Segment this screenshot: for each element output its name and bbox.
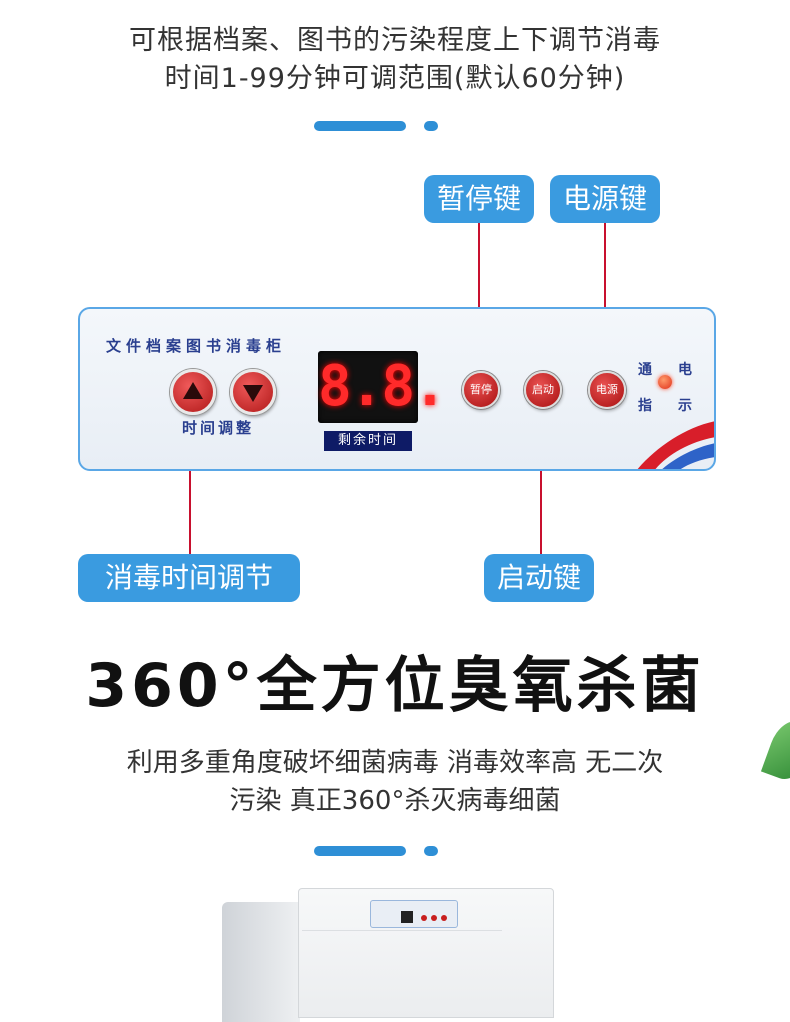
start-button[interactable]: 启动 <box>524 371 562 409</box>
leader-line-time-adjust <box>189 405 191 555</box>
remaining-time-label: 剩余时间 <box>324 431 412 451</box>
leader-line-pause <box>478 223 480 379</box>
section-divider-bottom <box>314 846 454 856</box>
mini-button <box>421 915 427 921</box>
panel-title: 文件档案图书消毒柜 <box>106 337 287 355</box>
cabinet-side <box>222 902 300 1022</box>
divider-bar <box>314 121 406 131</box>
divider-dot <box>424 121 438 131</box>
leader-line-start <box>540 405 542 555</box>
intro-text: 可根据档案、图书的污染程度上下调节消毒 时间1-99分钟可调范围(默认60分钟) <box>0 22 790 98</box>
divider-bar <box>314 846 406 856</box>
indicator-char-2: 电 <box>678 362 692 378</box>
callout-start-key: 启动键 <box>484 554 594 602</box>
display-digits: 8.8. <box>318 354 447 419</box>
intro-line-1: 可根据档案、图书的污染程度上下调节消毒 <box>129 25 661 56</box>
divider-dot <box>424 846 438 856</box>
arrow-up-icon <box>183 382 203 399</box>
leader-line-power <box>604 223 606 379</box>
cabinet-mini-panel <box>370 900 458 928</box>
section-divider-top <box>314 121 454 131</box>
cabinet-seam <box>302 930 502 931</box>
remaining-time-display: 8.8. <box>318 351 447 423</box>
indicator-char-4: 示 <box>678 398 692 414</box>
section-description: 利用多重角度破坏细菌病毒 消毒效率高 无二次 污染 真正360°杀灭病毒细菌 <box>0 744 790 820</box>
callout-pause-key: 暂停键 <box>424 175 534 223</box>
time-adjust-label: 时间调整 <box>182 419 255 437</box>
desc-line-1: 利用多重角度破坏细菌病毒 消毒效率高 无二次 <box>126 748 664 778</box>
mini-display <box>401 911 413 923</box>
mini-button <box>431 915 437 921</box>
cabinet-illustration <box>222 888 554 1022</box>
indicator-char-1: 通 <box>638 362 652 378</box>
intro-line-2: 时间1-99分钟可调范围(默认60分钟) <box>164 63 626 94</box>
time-up-button[interactable] <box>170 369 216 415</box>
time-down-button[interactable] <box>230 369 276 415</box>
power-indicator-led <box>658 375 672 389</box>
pause-button[interactable]: 暂停 <box>462 371 500 409</box>
mini-button <box>441 915 447 921</box>
indicator-char-3: 指 <box>638 398 652 414</box>
arrow-down-icon <box>243 385 263 402</box>
desc-line-2: 污染 真正360°杀灭病毒细菌 <box>229 786 561 816</box>
control-panel: 文件档案图书消毒柜 时间调整 8.8. 剩余时间 暂停 启动 电源 通 电 指 … <box>78 307 716 471</box>
callout-time-adjust: 消毒时间调节 <box>78 554 300 602</box>
panel-swoosh-decoration <box>637 421 714 469</box>
power-button[interactable]: 电源 <box>588 371 626 409</box>
section-heading: 360°全方位臭氧杀菌 <box>85 651 705 721</box>
callout-power-key: 电源键 <box>550 175 660 223</box>
